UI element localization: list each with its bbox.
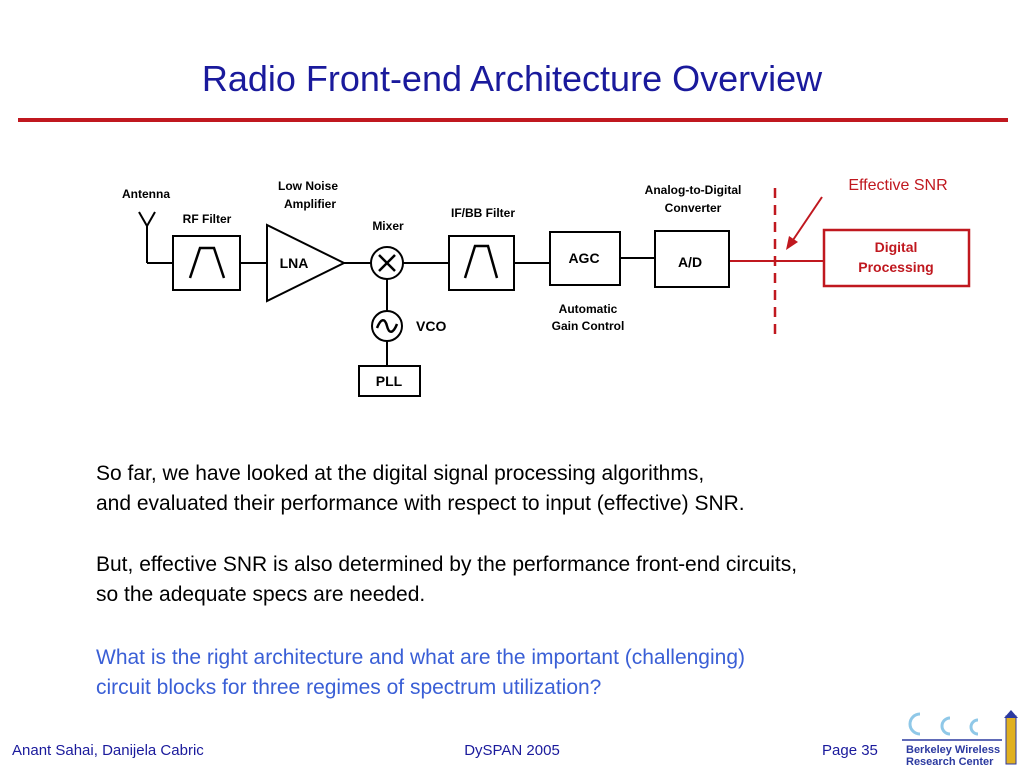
- pll-block: [358, 365, 421, 397]
- paragraph-2: But, effective SNR is also determined by…: [96, 550, 976, 610]
- antenna-icon: [138, 211, 156, 263]
- slide-title: Radio Front-end Architecture Overview: [201, 58, 823, 99]
- digital-processing-line2: Processing: [858, 259, 933, 275]
- berkeley-wireless-logo: [902, 710, 1018, 765]
- rf-filter-label: RF Filter: [183, 212, 232, 226]
- digital-processing-line1: Digital: [875, 239, 918, 255]
- antenna-label: Antenna: [122, 187, 170, 201]
- mixer-icon: [370, 246, 404, 280]
- vco-icon: [371, 310, 403, 342]
- adc-label-line1: Analog-to-Digital: [645, 183, 742, 197]
- title-divider: [18, 118, 1008, 122]
- adc-block-label: A/D: [678, 254, 702, 270]
- ifbb-filter-block: [448, 235, 515, 291]
- paragraph-3-line-1: What is the right architecture and what …: [96, 646, 746, 669]
- lna-label-line1: Low Noise: [278, 179, 338, 193]
- adc-label-line2: Converter: [665, 201, 722, 215]
- effective-snr-arrow-icon: [786, 196, 823, 250]
- agc-label-line2: Gain Control: [552, 319, 625, 333]
- bandpass-filter-icon: [463, 244, 499, 279]
- paragraph-3-question: What is the right architecture and what …: [96, 643, 976, 703]
- paragraph-1: So far, we have looked at the digital si…: [96, 459, 976, 519]
- front-end-block-diagram: Antenna RF Filter Low Noise Amplifier LN…: [122, 177, 971, 397]
- footer-page-number: Page 35: [822, 742, 878, 759]
- vco-label: VCO: [416, 318, 446, 334]
- footer-authors: Anant Sahai, Danijela Cabric: [12, 742, 204, 759]
- lna-block-label: LNA: [280, 255, 309, 271]
- logo-text-line1: Berkeley Wireless: [906, 744, 1001, 756]
- mixer-label: Mixer: [372, 219, 404, 233]
- paragraph-3-line-2: circuit blocks for three regimes of spec…: [96, 676, 602, 699]
- pll-block-label: PLL: [376, 373, 403, 389]
- rf-filter-block: [172, 235, 241, 291]
- bandpass-filter-icon: [188, 246, 226, 279]
- paragraph-1-line-1: So far, we have looked at the digital si…: [96, 462, 705, 485]
- logo-text-line2: Research Center: [906, 756, 994, 768]
- footer-conference: DySPAN 2005: [464, 742, 560, 759]
- digital-processing-block: [822, 228, 971, 288]
- adc-block: [654, 230, 730, 288]
- lna-label-line2: Amplifier: [284, 197, 336, 211]
- agc-block: [549, 231, 621, 286]
- signal-wires: [147, 257, 655, 366]
- agc-label-line1: Automatic: [559, 302, 618, 316]
- paragraph-2-line-1: But, effective SNR is also determined by…: [96, 553, 798, 576]
- paragraph-2-line-2: so the adequate specs are needed.: [96, 583, 426, 606]
- paragraph-1-line-2: and evaluated their performance with res…: [96, 492, 745, 515]
- agc-block-label: AGC: [568, 250, 599, 266]
- effective-snr-label: Effective SNR: [848, 177, 947, 194]
- lna-triangle-icon: [266, 223, 347, 303]
- ifbb-filter-label: IF/BB Filter: [451, 206, 515, 220]
